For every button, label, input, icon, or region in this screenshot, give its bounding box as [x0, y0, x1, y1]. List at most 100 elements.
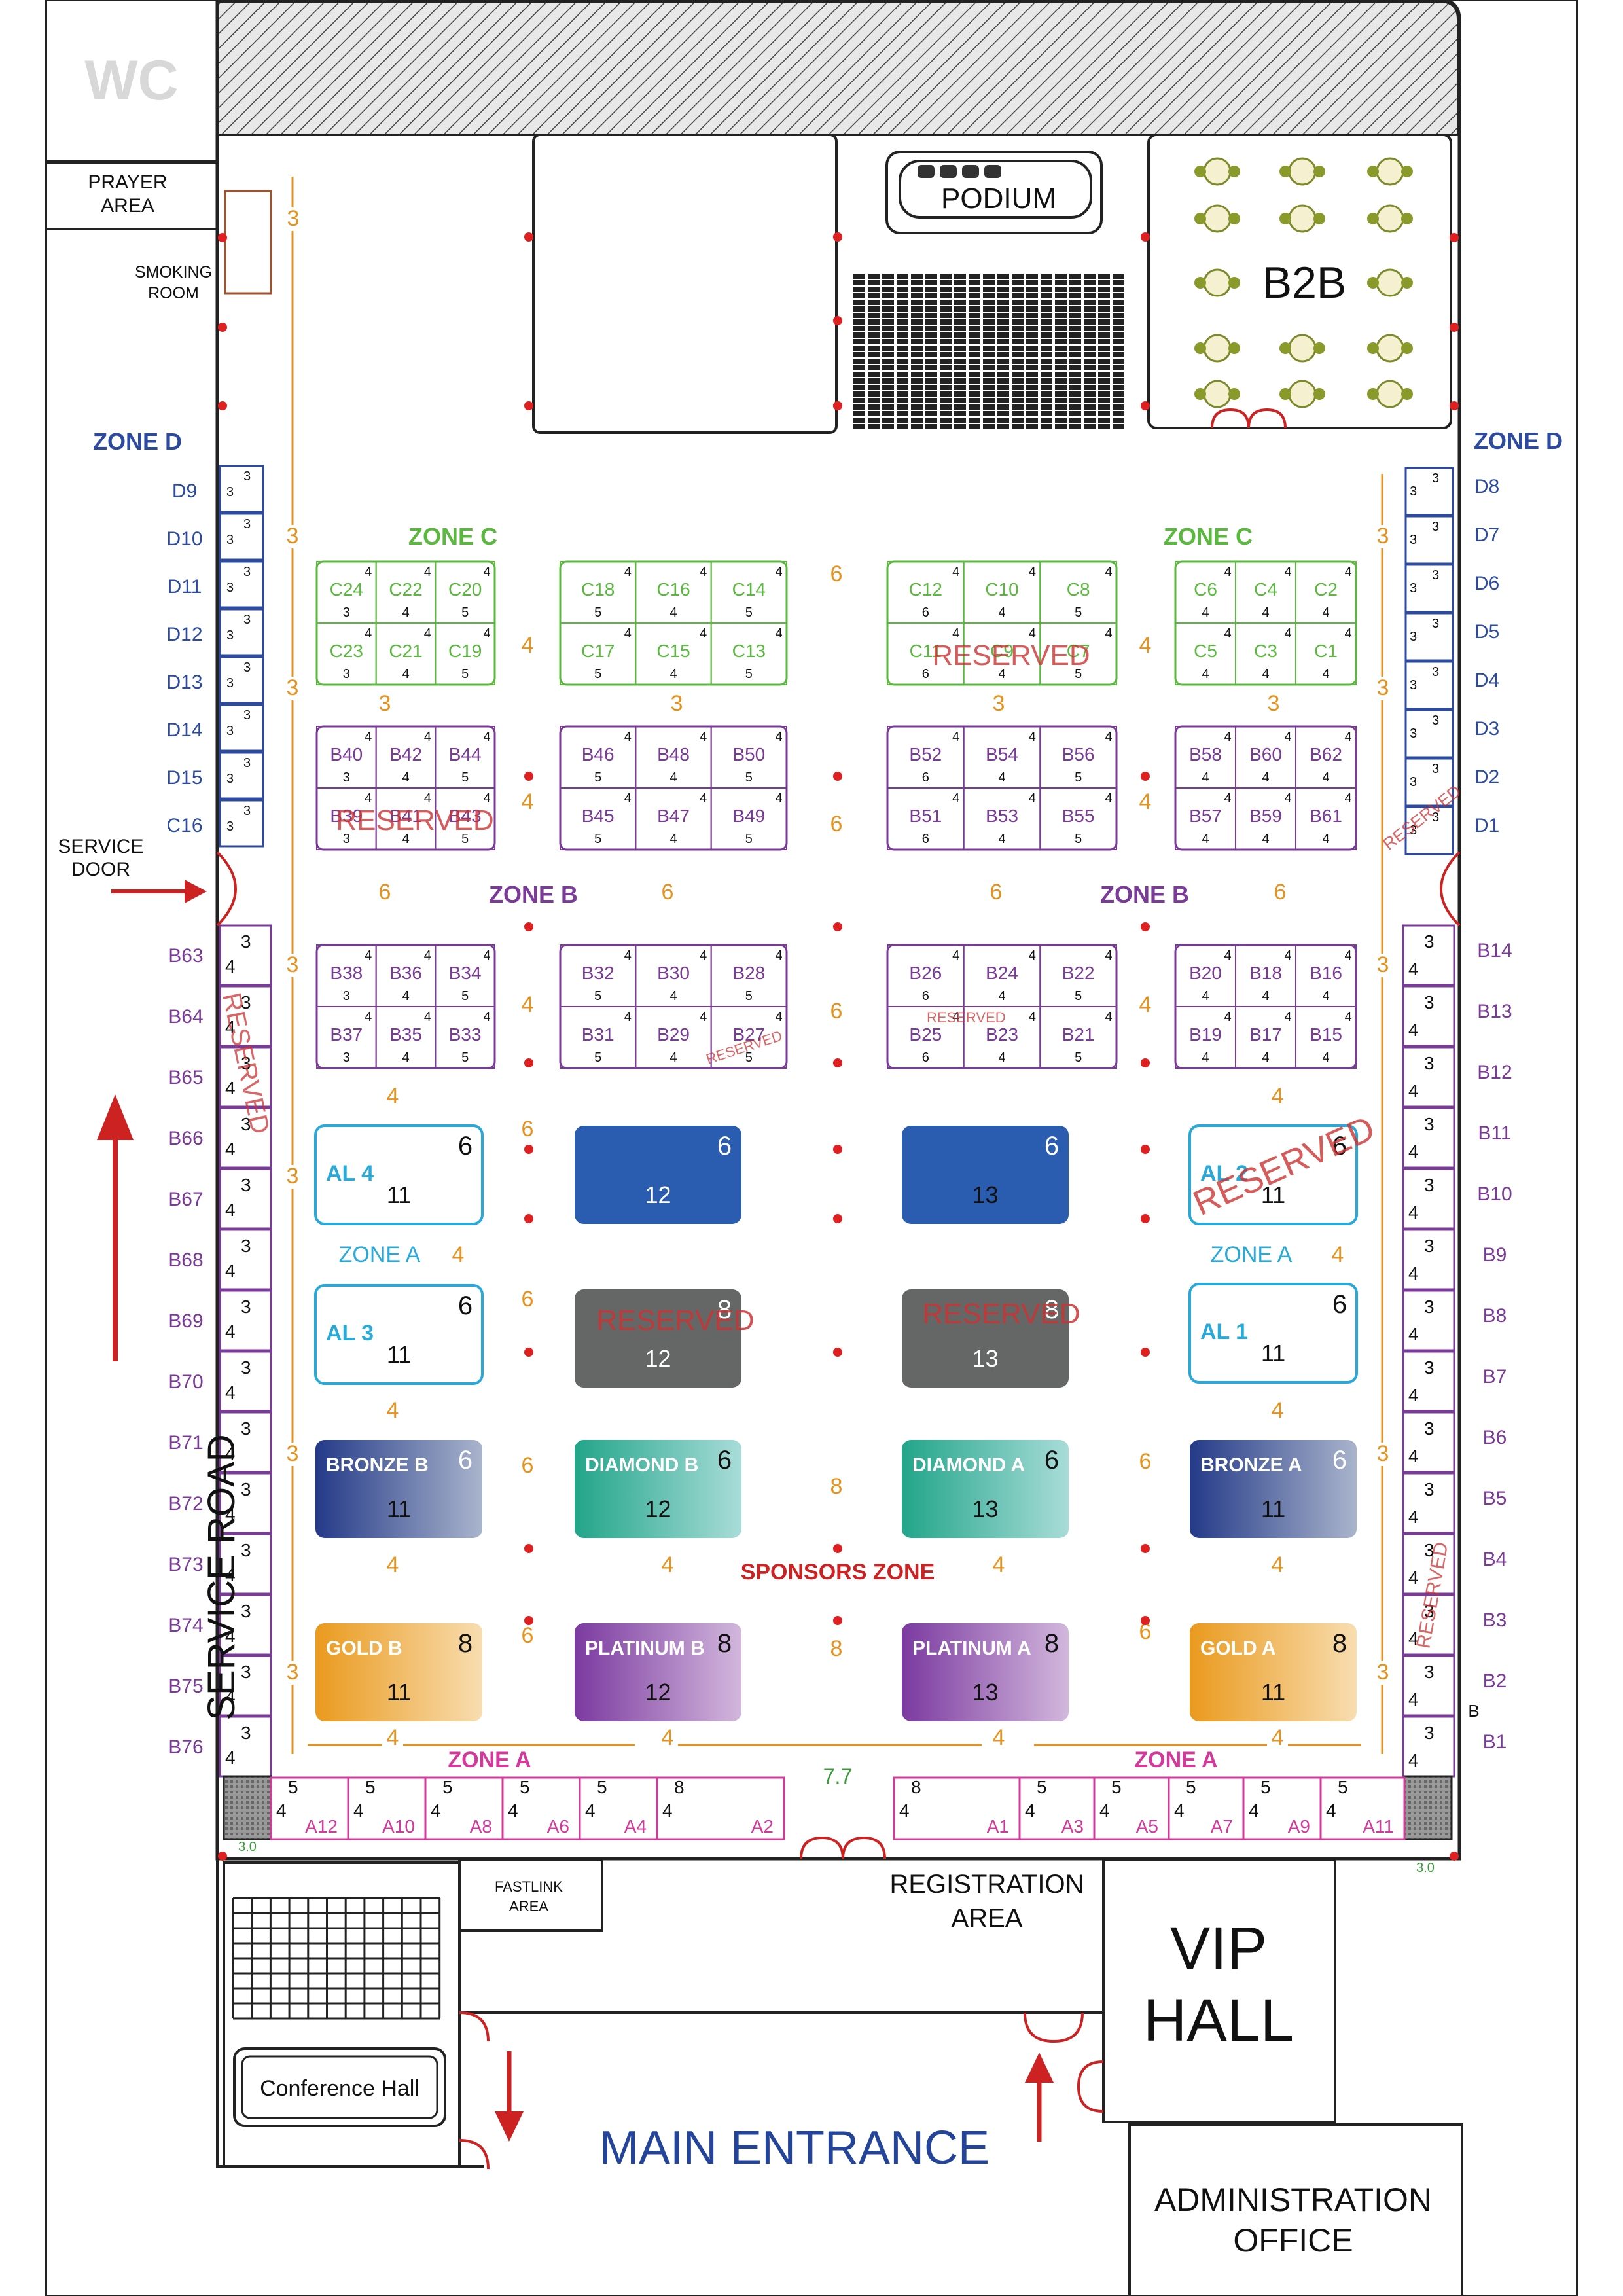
- audience-seat: [983, 274, 995, 279]
- booth-grey12[interactable]: [575, 1289, 741, 1388]
- booth-d9[interactable]: [219, 465, 264, 513]
- booth-blue13[interactable]: [902, 1126, 1069, 1224]
- booth-b9[interactable]: [1402, 1229, 1455, 1291]
- booth-b2[interactable]: [1402, 1655, 1455, 1717]
- booth-al4[interactable]: [314, 1124, 484, 1225]
- vip-hall[interactable]: [1102, 1859, 1336, 2123]
- booth-d2[interactable]: [1404, 757, 1454, 807]
- booth-b13[interactable]: [1402, 985, 1455, 1047]
- audience-seat: [897, 293, 908, 298]
- booth-b73[interactable]: [219, 1533, 272, 1595]
- booth-al1[interactable]: [1188, 1283, 1358, 1384]
- booth-c7[interactable]: [1039, 622, 1118, 685]
- booth-label: B52: [909, 744, 942, 764]
- booth-b67[interactable]: [219, 1168, 272, 1230]
- booth-d4[interactable]: [1404, 660, 1454, 710]
- booth-a2[interactable]: [656, 1776, 785, 1840]
- booth-b11[interactable]: [1402, 1107, 1455, 1169]
- booth-d3[interactable]: [1404, 709, 1454, 759]
- booth-b68[interactable]: [219, 1229, 272, 1291]
- booth-grey13[interactable]: [902, 1289, 1069, 1388]
- booth-label: B62: [1310, 744, 1342, 764]
- booth-b64[interactable]: [219, 985, 272, 1047]
- booth-b21[interactable]: [1039, 1006, 1118, 1069]
- booth-b75[interactable]: [219, 1655, 272, 1717]
- booth-diamond-b[interactable]: [575, 1440, 741, 1538]
- booth-label: B9: [1483, 1244, 1507, 1266]
- audience-seat: [983, 300, 995, 305]
- booth-b12[interactable]: [1402, 1046, 1455, 1108]
- conference-hall[interactable]: [241, 2055, 438, 2119]
- audience-seat: [954, 319, 966, 325]
- booth-al2[interactable]: [1188, 1124, 1358, 1225]
- booth-b27[interactable]: [710, 1006, 787, 1069]
- booth-d11[interactable]: [219, 560, 264, 609]
- booth-b55[interactable]: [1039, 787, 1118, 850]
- booth-a3[interactable]: [1018, 1776, 1096, 1840]
- zone-a-right-mid-title: ZONE A: [1211, 1242, 1293, 1267]
- booth-b74[interactable]: [219, 1594, 272, 1656]
- booth-a10[interactable]: [347, 1776, 427, 1840]
- audience-seat: [1055, 365, 1067, 370]
- booth-gold-b[interactable]: [315, 1623, 482, 1721]
- booth-b14[interactable]: [1402, 924, 1455, 986]
- booth-label: B69: [168, 1310, 203, 1332]
- booth-d5[interactable]: [1404, 612, 1454, 662]
- booth-b1[interactable]: [1402, 1715, 1455, 1778]
- b2b-door: [1211, 408, 1287, 429]
- booth-d14[interactable]: [219, 704, 264, 752]
- booth-a11[interactable]: [1319, 1776, 1406, 1840]
- booth-b8[interactable]: [1402, 1289, 1455, 1352]
- administration-office[interactable]: [1128, 2123, 1463, 2296]
- booth-c19[interactable]: [435, 622, 495, 685]
- booth-b69[interactable]: [219, 1289, 272, 1352]
- booth-b63[interactable]: [219, 924, 272, 986]
- booth-b33[interactable]: [435, 1006, 495, 1069]
- booth-b43[interactable]: [435, 787, 495, 850]
- booth-dim: 4: [998, 605, 1005, 620]
- booth-b61[interactable]: [1295, 787, 1357, 850]
- booth-c16[interactable]: [219, 799, 264, 848]
- booth-d7[interactable]: [1404, 515, 1454, 565]
- booth-al3[interactable]: [314, 1284, 484, 1385]
- booth-d1[interactable]: [1404, 806, 1454, 855]
- audience-seat: [954, 326, 966, 331]
- booth-b49[interactable]: [710, 787, 787, 850]
- booth-b15[interactable]: [1295, 1006, 1357, 1069]
- audience-seat: [983, 313, 995, 318]
- booth-platinum-b[interactable]: [575, 1623, 741, 1721]
- booth-platinum-a[interactable]: [902, 1623, 1069, 1721]
- booth-blue12[interactable]: [575, 1126, 741, 1224]
- booth-c1[interactable]: [1295, 622, 1357, 685]
- booth-b70[interactable]: [219, 1350, 272, 1412]
- booth-b6[interactable]: [1402, 1411, 1455, 1473]
- booth-a8[interactable]: [424, 1776, 504, 1840]
- booth-diamond-a[interactable]: [902, 1440, 1069, 1538]
- booth-bronze-a[interactable]: [1190, 1440, 1357, 1538]
- booth-b7[interactable]: [1402, 1350, 1455, 1412]
- booth-b10[interactable]: [1402, 1168, 1455, 1230]
- booth-b3[interactable]: [1402, 1594, 1455, 1656]
- booth-d13[interactable]: [219, 656, 264, 704]
- booth-d12[interactable]: [219, 608, 264, 656]
- booth-bronze-b[interactable]: [315, 1440, 482, 1538]
- pillar-icon: [524, 1544, 533, 1553]
- audience-seat: [897, 391, 908, 397]
- pillar-icon: [833, 316, 842, 325]
- booth-b66[interactable]: [219, 1107, 272, 1169]
- booth-d15[interactable]: [219, 751, 264, 800]
- booth-c13[interactable]: [710, 622, 787, 685]
- booth-d8[interactable]: [1404, 467, 1454, 516]
- pillar-icon: [833, 922, 842, 931]
- booth-d6[interactable]: [1404, 564, 1454, 613]
- booth-a9[interactable]: [1242, 1776, 1322, 1840]
- booth-b72[interactable]: [219, 1472, 272, 1534]
- booth-gold-a[interactable]: [1190, 1623, 1357, 1721]
- booth-b71[interactable]: [219, 1411, 272, 1473]
- booth-b76[interactable]: [219, 1715, 272, 1778]
- booth-d10[interactable]: [219, 512, 264, 561]
- booth-b4[interactable]: [1402, 1533, 1455, 1595]
- booth-b65[interactable]: [219, 1046, 272, 1108]
- booth-b5[interactable]: [1402, 1472, 1455, 1534]
- booth-a7[interactable]: [1168, 1776, 1245, 1840]
